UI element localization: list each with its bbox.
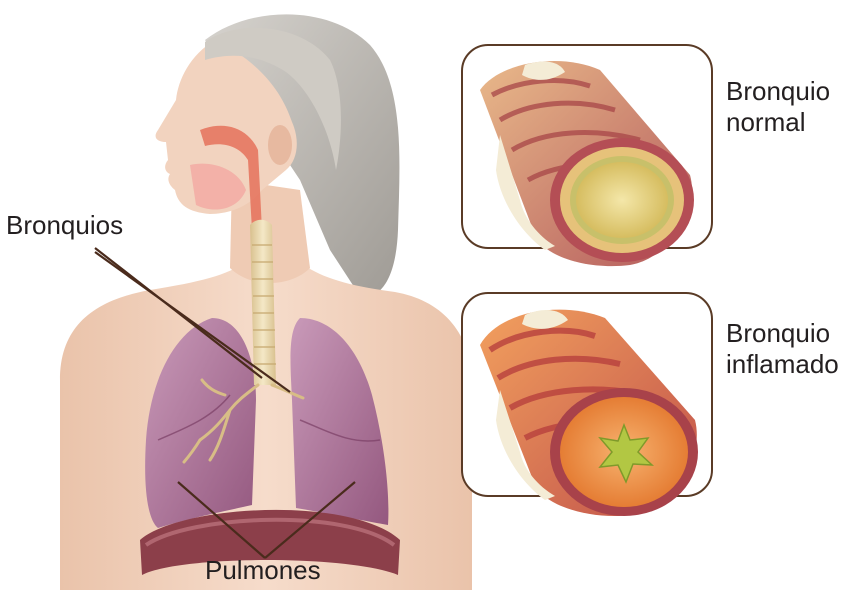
label-bronquio-normal: Bronquio normal	[726, 76, 830, 138]
label-bronquio-normal-line1: Bronquio	[726, 76, 830, 107]
label-bronquios: Bronquios	[6, 210, 123, 241]
inset-inflamed-bronchus	[462, 293, 712, 516]
label-bronquio-inflamado: Bronquio inflamado	[726, 318, 839, 380]
ear-illustration	[268, 125, 292, 165]
label-pulmones: Pulmones	[205, 555, 321, 586]
label-bronquio-inflamado-line1: Bronquio	[726, 318, 839, 349]
label-bronquio-normal-line2: normal	[726, 107, 830, 138]
label-bronquio-inflamado-line2: inflamado	[726, 349, 839, 380]
inset-normal-bronchus	[462, 45, 712, 266]
bronchus-lumen-normal	[576, 162, 668, 238]
human-figure	[60, 14, 472, 590]
